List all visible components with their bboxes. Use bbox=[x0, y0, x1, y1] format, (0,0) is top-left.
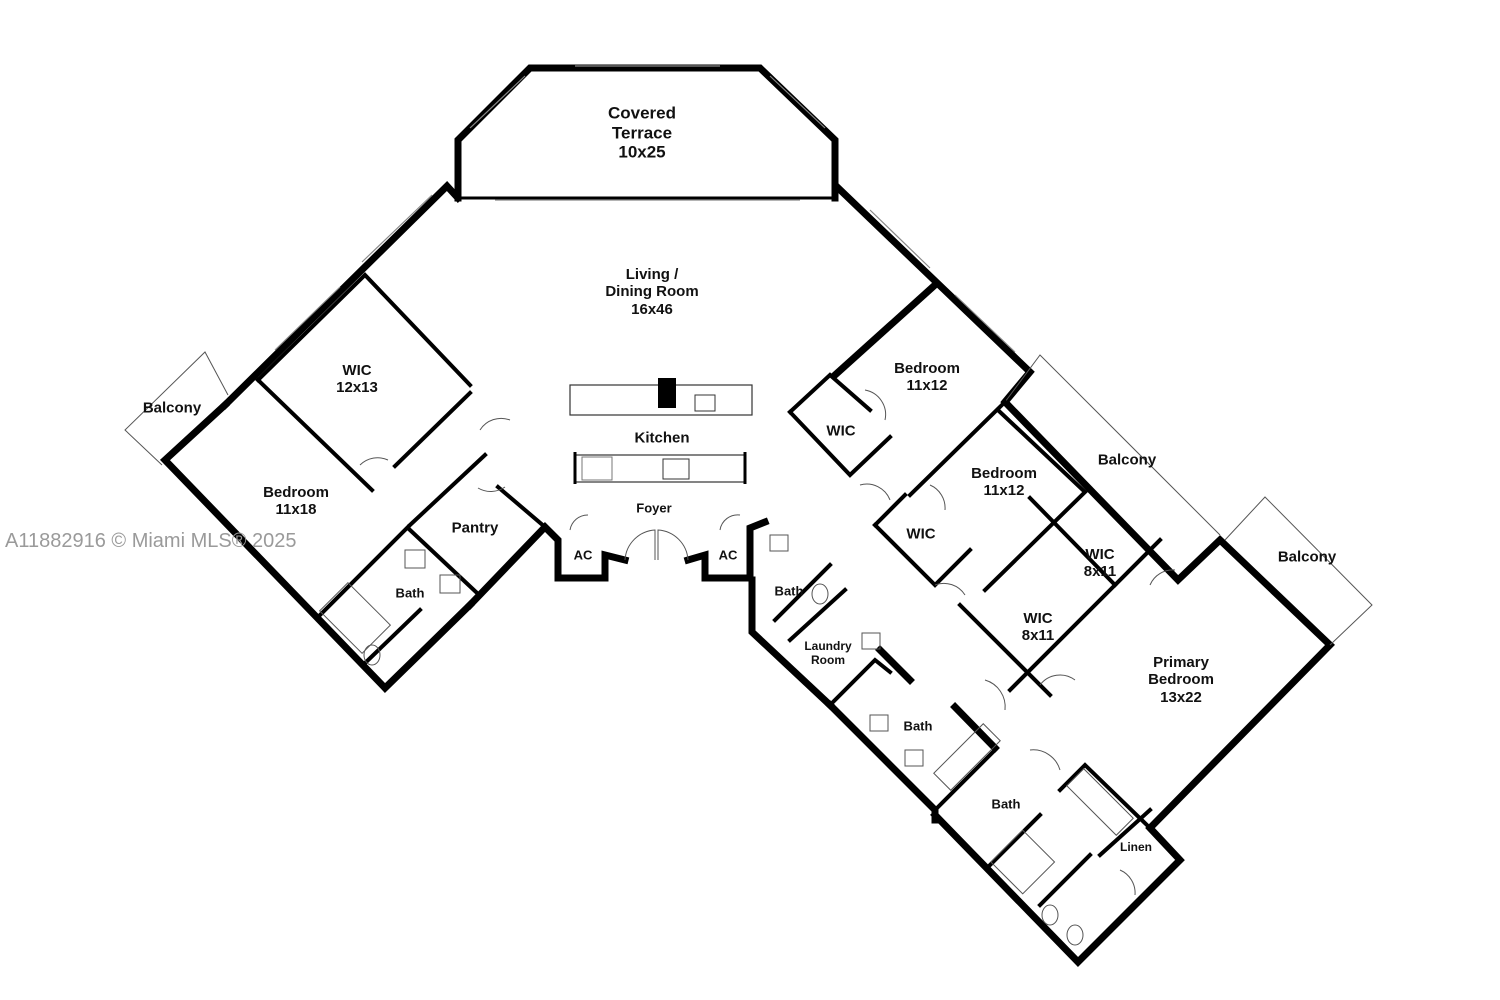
toilet-icon bbox=[1041, 904, 1059, 926]
room-name: WIC bbox=[1023, 609, 1053, 627]
room-name: Living / bbox=[625, 266, 679, 284]
room-bath-mid: Bath bbox=[903, 718, 933, 734]
room-kitchen: Kitchen bbox=[634, 429, 690, 447]
room-name: Covered bbox=[607, 103, 677, 123]
room-name: Terrace bbox=[611, 123, 673, 143]
room-size: 11x12 bbox=[983, 482, 1025, 499]
room-living-dining: Living / Dining Room 16x46 bbox=[605, 266, 698, 318]
room-balcony-right: Balcony bbox=[1277, 548, 1337, 566]
room-size: 8x11 bbox=[1083, 563, 1117, 580]
bathtub-icon bbox=[318, 581, 392, 655]
room-laundry: Laundry Room bbox=[804, 639, 852, 668]
room-wic-left: WIC 12x13 bbox=[336, 362, 378, 397]
room-size: 13x22 bbox=[1160, 688, 1202, 706]
island-column bbox=[658, 378, 676, 408]
toilet-icon bbox=[811, 583, 829, 605]
terrace-walls bbox=[454, 64, 839, 202]
room-size: 12x13 bbox=[336, 379, 378, 396]
bathtub-icon bbox=[1066, 768, 1134, 836]
room-name: Room bbox=[811, 653, 845, 667]
room-size: 8x11 bbox=[1021, 627, 1055, 644]
room-balcony-mid: Balcony bbox=[1097, 451, 1157, 469]
watermark: A11882916 © Miami MLS® 2025 bbox=[5, 530, 297, 552]
room-balcony-left: Balcony bbox=[142, 399, 202, 417]
toilet-icon bbox=[1066, 924, 1084, 946]
room-primary-bedroom: Primary Bedroom 13x22 bbox=[1148, 654, 1214, 706]
room-linen: Linen bbox=[1120, 840, 1152, 855]
sink-icon bbox=[769, 534, 789, 552]
laundry-sink-icon bbox=[861, 632, 881, 650]
room-ac-left: AC bbox=[573, 547, 593, 563]
room-bath-left: Bath bbox=[395, 585, 425, 601]
sink-icon bbox=[439, 574, 461, 594]
sink-icon bbox=[404, 549, 426, 569]
room-size: 16x46 bbox=[631, 300, 673, 318]
room-bedroom-left: Bedroom 11x18 bbox=[263, 484, 329, 519]
room-name: Dining Room bbox=[605, 283, 699, 301]
room-bedroom-right-1: Bedroom 11x12 bbox=[894, 360, 960, 395]
sink-icon bbox=[694, 394, 716, 412]
interior-walls bbox=[255, 272, 1163, 908]
toilet-icon bbox=[363, 644, 381, 666]
room-wic-right-1: WIC bbox=[826, 422, 856, 440]
doors bbox=[359, 389, 1176, 896]
kitchen-counter bbox=[574, 454, 746, 483]
bathtub-icon bbox=[933, 723, 1001, 791]
kitchen-fixtures bbox=[569, 378, 753, 484]
room-size: 10x25 bbox=[618, 142, 666, 162]
room-name: Bedroom bbox=[1148, 671, 1214, 689]
room-name: Primary bbox=[1153, 654, 1209, 672]
room-name: Bedroom bbox=[263, 483, 329, 501]
room-pantry: Pantry bbox=[451, 519, 499, 537]
room-bath-foyer: Bath bbox=[774, 583, 804, 599]
sink-icon bbox=[904, 749, 924, 767]
balcony-outlines bbox=[124, 351, 1373, 646]
room-name: Bedroom bbox=[894, 359, 960, 377]
room-ac-right: AC bbox=[718, 547, 738, 563]
room-covered-terrace: Covered Terrace 10x25 bbox=[608, 104, 676, 163]
room-name: Bedroom bbox=[971, 464, 1037, 482]
room-name: Laundry bbox=[804, 639, 852, 654]
cooktop-icon bbox=[662, 458, 690, 480]
room-name: WIC bbox=[342, 361, 372, 379]
sink-icon bbox=[869, 714, 889, 732]
room-wic-right-2: WIC bbox=[906, 525, 936, 543]
room-wic-primary-1: WIC 8x11 bbox=[1084, 546, 1117, 581]
room-size: 11x18 bbox=[275, 501, 317, 518]
room-wic-primary-2: WIC 8x11 bbox=[1022, 610, 1055, 645]
room-foyer: Foyer bbox=[636, 500, 672, 516]
room-bath-primary: Bath bbox=[991, 796, 1021, 812]
room-size: 11x12 bbox=[906, 377, 948, 394]
bath-fixtures bbox=[318, 534, 1134, 946]
room-name: WIC bbox=[1085, 545, 1115, 563]
room-bedroom-right-2: Bedroom 11x12 bbox=[971, 465, 1037, 500]
dishwasher-icon bbox=[581, 456, 613, 481]
shower-icon bbox=[990, 829, 1056, 895]
